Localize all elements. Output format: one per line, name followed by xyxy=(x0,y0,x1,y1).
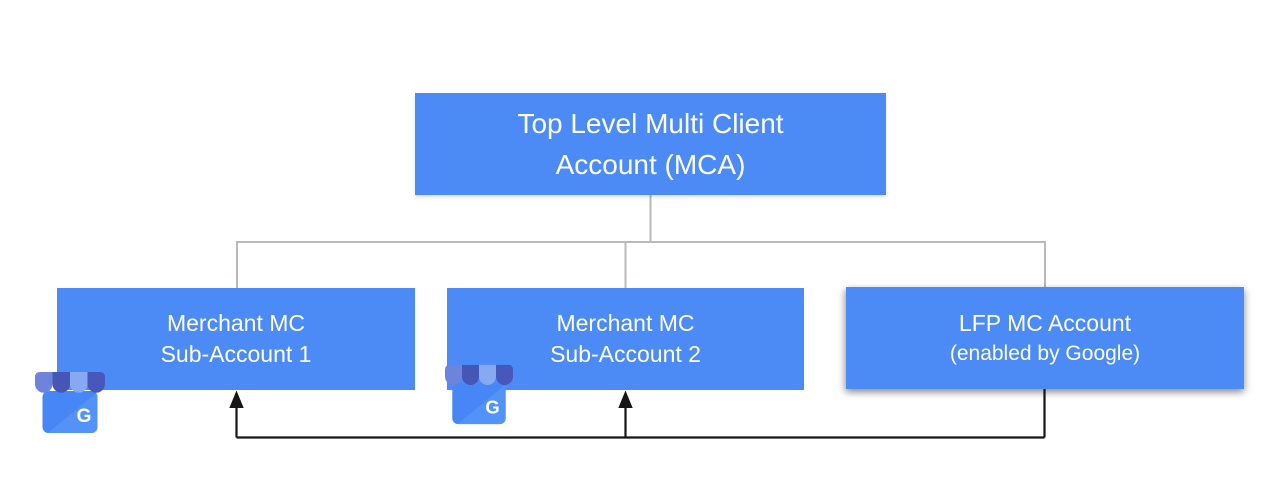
node-lfp-mc-account: LFP MC Account (enabled by Google) xyxy=(846,287,1244,389)
node-label-line: Account (MCA) xyxy=(555,149,746,180)
up-arrowhead-icon xyxy=(229,390,244,408)
node-top-level-mca: Top Level Multi Client Account (MCA) xyxy=(415,93,886,195)
node-label-line: Merchant MC xyxy=(166,310,306,336)
node-label-line: (enabled by Google) xyxy=(949,342,1141,365)
up-arrowhead-icon xyxy=(618,390,633,408)
node-label-line: Top Level Multi Client xyxy=(517,108,784,139)
hierarchy-tree-connector xyxy=(236,195,1046,288)
node-merchant-sub-account-1: Merchant MC Sub-Account 1 xyxy=(57,288,415,390)
node-merchant-sub-account-2: Merchant MC Sub-Account 2 xyxy=(447,288,804,390)
node-label-line: LFP MC Account xyxy=(958,310,1132,336)
lfp-feed-flow-line xyxy=(235,388,1046,439)
node-label-line: Sub-Account 2 xyxy=(550,341,701,367)
node-label-line: Merchant MC xyxy=(556,310,695,336)
node-label-line: Sub-Account 1 xyxy=(160,341,312,367)
